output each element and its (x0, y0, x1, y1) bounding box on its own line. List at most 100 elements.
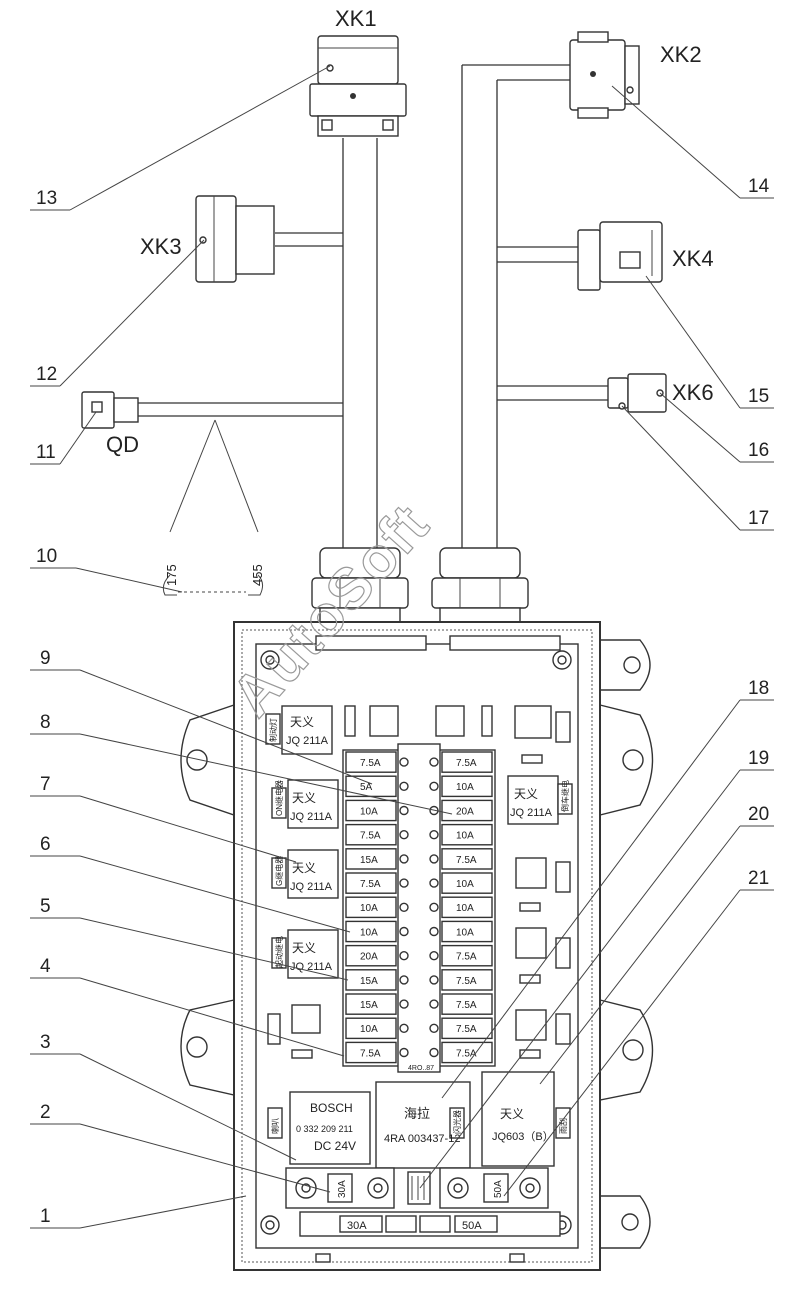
fuse-rating: 10A (456, 782, 474, 793)
xk2-connector (569, 31, 640, 119)
relay-brand: 天义 (514, 787, 538, 801)
relay-brand: 天义 (292, 791, 316, 805)
relay-brand: 天义 (292, 861, 316, 875)
fuse-rating: 10A (360, 927, 378, 938)
fuse-right-8: 10A (429, 920, 493, 943)
callout-8: 8 (40, 712, 51, 733)
harness-wires (137, 64, 608, 596)
relay-brand: 天义 (290, 715, 314, 729)
relay-model: JQ 211A (290, 961, 333, 973)
relay-2: 天义 JQ 211A ON继电器 (271, 779, 339, 829)
callout-14: 14 (748, 176, 770, 197)
fuse-rating: 20A (360, 952, 378, 963)
fuse-rating: 10A (456, 879, 474, 890)
fuse-rating: 7.5A (456, 1024, 477, 1035)
callout-19: 19 (748, 748, 769, 769)
jq603-tag: 雨刮 (558, 1118, 568, 1134)
relay-4: 天义 JQ 211A 起动继电 (271, 929, 339, 979)
fuse-rating: 7.5A (456, 758, 477, 769)
fuse-left-4: 7.5A (345, 823, 409, 846)
fuse-left-13: 7.5A (345, 1041, 409, 1064)
relay-model: JQ 211A (510, 807, 553, 819)
callout-21: 21 (748, 868, 769, 889)
fuse-rating: 7.5A (456, 1048, 477, 1059)
fuse-rating: 15A (360, 855, 378, 866)
svg-text:4RO..87: 4RO..87 (408, 1065, 434, 1072)
fuse-rating: 20A (456, 806, 474, 817)
relay-tag: 制动灯 (268, 718, 278, 742)
relay-5: 天义 JQ 211A 倒车继电 (507, 775, 573, 825)
callout-10: 10 (36, 546, 57, 567)
relay-model: JQ 211A (290, 811, 333, 823)
hella-tag: 闪光器 (452, 1110, 462, 1134)
fuse-right-2: 10A (429, 775, 493, 798)
xk4-connector (577, 221, 663, 291)
callout-1: 1 (40, 1206, 51, 1227)
callout-3: 3 (40, 1032, 51, 1053)
callout-20: 20 (748, 804, 769, 825)
fuse-left-11: 15A (345, 993, 409, 1015)
relay-brand: 天义 (292, 941, 316, 955)
relay-3: 天义 JQ 211A G继电器 (271, 849, 339, 899)
cable-gland-right (431, 547, 529, 623)
xk4-label: XK4 (672, 246, 714, 271)
hella-part: 4RA 003437-12 (384, 1133, 460, 1145)
fuse-rating: 7.5A (456, 976, 477, 987)
relay-model: JQ 211A (286, 735, 329, 747)
fuse-right-6: 10A (429, 872, 493, 894)
fuse-rating: 7.5A (360, 1048, 381, 1059)
callout-2: 2 (40, 1102, 51, 1123)
fuse-rating: 7.5A (360, 758, 381, 769)
fuse-rating: 10A (456, 903, 474, 914)
fuse-rating: 7.5A (456, 1000, 477, 1011)
dim-175: 175 (164, 564, 179, 586)
bottom-fuse-50a: 50A (462, 1220, 482, 1232)
fuse-right-4: 10A (429, 823, 493, 846)
bosch-relay: BOSCH 0 332 209 211 DC 24V 喇叭 (267, 1091, 371, 1165)
fuse-rating: 10A (360, 806, 378, 817)
callout-12: 12 (36, 364, 57, 385)
callout-leaders (30, 65, 774, 1229)
fuse-right-12: 7.5A (429, 1017, 493, 1040)
xk2-label: XK2 (660, 42, 702, 67)
fuse-rating: 7.5A (456, 952, 477, 963)
xk6-connector (607, 373, 667, 413)
fuse-rating: 7.5A (456, 855, 477, 866)
relay-1: 天义 JQ 211A 制动灯 (265, 705, 333, 755)
relay-tag: 倒车继电 (560, 780, 570, 812)
fuse-rating: 15A (360, 1000, 378, 1011)
bosch-voltage: DC 24V (314, 1139, 356, 1153)
bosch-tag: 喇叭 (270, 1118, 280, 1134)
fuse-right-11: 7.5A (429, 993, 493, 1015)
fuse-rating: 10A (456, 927, 474, 938)
fuse-left-12: 10A (345, 1017, 409, 1040)
fuse-right-9: 7.5A (429, 944, 493, 967)
callout-18: 18 (748, 678, 769, 699)
fuse-left-3: 10A (345, 799, 409, 822)
fuse-left-7: 10A (345, 896, 409, 919)
bosch-brand: BOSCH (310, 1101, 353, 1115)
callout-4: 4 (40, 956, 51, 977)
callout-15: 15 (748, 386, 769, 407)
xk3-label: XK3 (140, 234, 182, 259)
fuse-rating: 7.5A (360, 831, 381, 842)
callout-13: 13 (36, 188, 57, 209)
fuse-left-9: 20A (345, 944, 409, 967)
qd-label: QD (106, 432, 139, 457)
fuse-right-3: 20A (429, 799, 493, 822)
callout-11: 11 (36, 442, 56, 463)
xk6-label: XK6 (672, 380, 714, 405)
fuse-right-7: 10A (429, 896, 493, 919)
callout-numbers: 1 2 3 4 5 6 7 8 9 10 11 12 13 14 15 16 1… (36, 176, 770, 1227)
qd-connector (81, 391, 139, 429)
relay-tag: ON继电器 (274, 780, 284, 816)
fuse-right-1: 7.5A (429, 751, 493, 773)
relay-tag: 起动继电 (274, 936, 284, 968)
fuse-right-5: 7.5A (429, 848, 493, 870)
callout-7: 7 (40, 774, 51, 795)
fuse-rating: 10A (456, 831, 474, 842)
callout-17: 17 (748, 508, 769, 529)
callout-5: 5 (40, 896, 51, 917)
callout-6: 6 (40, 834, 51, 855)
jq603-relay: 天义 JQ603（B） 雨刮 (481, 1071, 571, 1167)
